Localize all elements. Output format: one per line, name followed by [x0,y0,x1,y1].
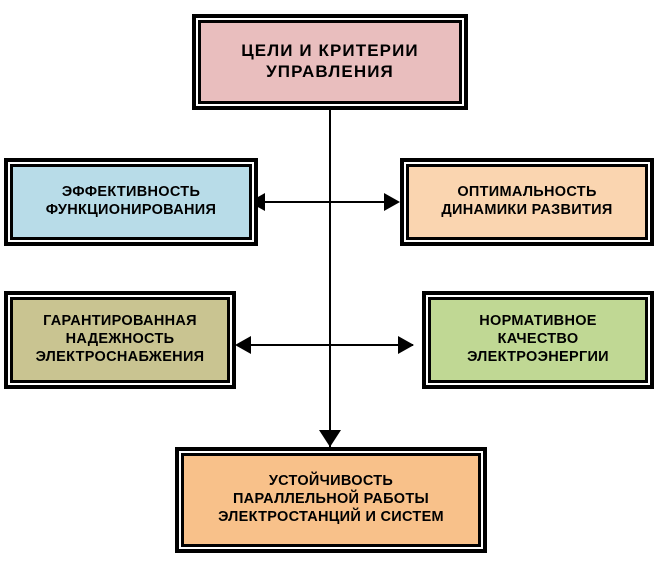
node-optimality-label: ОПТИМАЛЬНОСТЬ ДИНАМИКИ РАЗВИТИЯ [441,184,613,218]
node-reliability-label: ГАРАНТИРОВАННАЯ НАДЕЖНОСТЬ ЭЛЕКТРОСНАБЖЕ… [35,313,205,365]
arrowhead-left-icon [235,336,251,354]
connector-line-reliability-quality [249,344,413,346]
node-goals-and-criteria-body: ЦЕЛИ И КРИТЕРИИ УПРАВЛЕНИЯ [198,20,462,104]
node-stability[interactable]: УСТОЙЧИВОСТЬ ПАРАЛЛЕЛЬНОЙ РАБОТЫ ЭЛЕКТРО… [175,447,487,553]
arrowhead-right-icon [384,193,400,211]
arrowhead-right-icon [398,336,414,354]
node-stability-label: УСТОЙЧИВОСТЬ ПАРАЛЛЕЛЬНОЙ РАБОТЫ ЭЛЕКТРО… [218,473,444,525]
node-reliability-body: ГАРАНТИРОВАННАЯ НАДЕЖНОСТЬ ЭЛЕКТРОСНАБЖЕ… [10,297,230,383]
node-reliability[interactable]: ГАРАНТИРОВАННАЯ НАДЕЖНОСТЬ ЭЛЕКТРОСНАБЖЕ… [4,291,236,389]
node-stability-body: УСТОЙЧИВОСТЬ ПАРАЛЛЕЛЬНОЙ РАБОТЫ ЭЛЕКТРО… [181,453,481,547]
node-goals-and-criteria[interactable]: ЦЕЛИ И КРИТЕРИИ УПРАВЛЕНИЯ [192,14,468,110]
node-goals-and-criteria-label: ЦЕЛИ И КРИТЕРИИ УПРАВЛЕНИЯ [241,41,419,81]
node-optimality[interactable]: ОПТИМАЛЬНОСТЬ ДИНАМИКИ РАЗВИТИЯ [400,158,654,246]
node-quality-label: НОРМАТИВНОЕ КАЧЕСТВО ЭЛЕКТРОЭНЕРГИИ [467,313,609,365]
node-optimality-body: ОПТИМАЛЬНОСТЬ ДИНАМИКИ РАЗВИТИЯ [406,164,648,240]
arrowhead-down-icon [319,430,341,447]
node-efficiency-label: ЭФФЕКТИВНОСТЬ ФУНКЦИОНИРОВАНИЯ [45,184,217,218]
trunk-connector-line [329,110,331,447]
node-efficiency[interactable]: ЭФФЕКТИВНОСТЬ ФУНКЦИОНИРОВАНИЯ [4,158,258,246]
node-quality[interactable]: НОРМАТИВНОЕ КАЧЕСТВО ЭЛЕКТРОЭНЕРГИИ [422,291,654,389]
node-efficiency-body: ЭФФЕКТИВНОСТЬ ФУНКЦИОНИРОВАНИЯ [10,164,252,240]
connector-line-efficiency-optimality [263,201,397,203]
node-quality-body: НОРМАТИВНОЕ КАЧЕСТВО ЭЛЕКТРОЭНЕРГИИ [428,297,648,383]
